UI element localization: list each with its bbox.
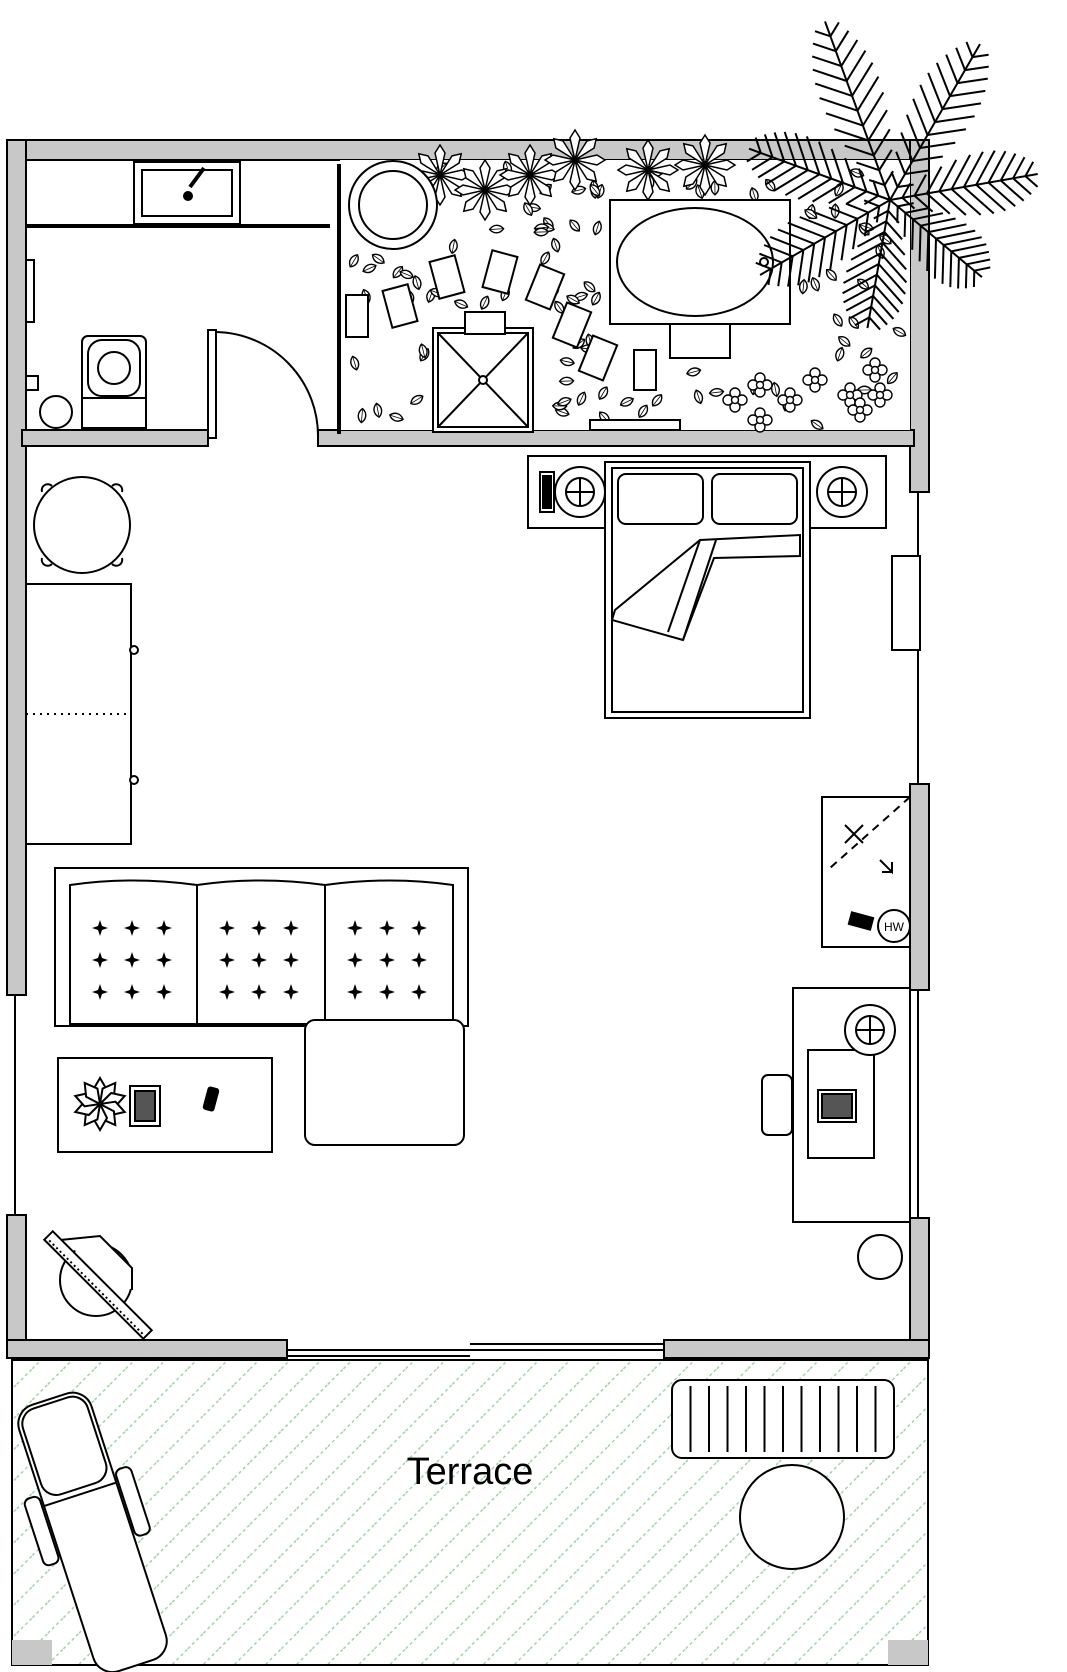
windows xyxy=(14,492,919,1357)
hot-water-closet: HW xyxy=(821,796,911,948)
shrub-icon xyxy=(616,138,680,202)
wardrobe xyxy=(25,476,139,845)
terrace-table xyxy=(739,1464,845,1570)
bathroom xyxy=(25,161,330,429)
desk-lamp xyxy=(844,1004,896,1056)
terrace-bench xyxy=(671,1379,895,1459)
plant-icon xyxy=(73,1076,127,1132)
walls xyxy=(6,139,930,1359)
stepping-stones xyxy=(381,249,681,431)
shrub-icon xyxy=(673,133,737,197)
shrub-icon xyxy=(453,158,517,222)
bedside-lamp-left xyxy=(554,466,606,518)
palm-tree-icon xyxy=(746,21,1039,331)
bathroom-door xyxy=(207,329,320,439)
bedside-lamp-right xyxy=(816,466,868,518)
coffee-table xyxy=(57,1057,273,1153)
shrub-icon xyxy=(498,143,562,207)
sun-lounger xyxy=(17,1391,168,1672)
wall-shelf xyxy=(891,555,921,651)
tv-unit xyxy=(42,1229,154,1341)
garden-area xyxy=(337,128,910,434)
hot-water-label: HW xyxy=(884,920,905,934)
shower-tray xyxy=(432,311,534,433)
shrub-icon xyxy=(543,128,607,192)
terrace-label: Terrace xyxy=(407,1451,534,1493)
bathtub xyxy=(609,199,791,359)
